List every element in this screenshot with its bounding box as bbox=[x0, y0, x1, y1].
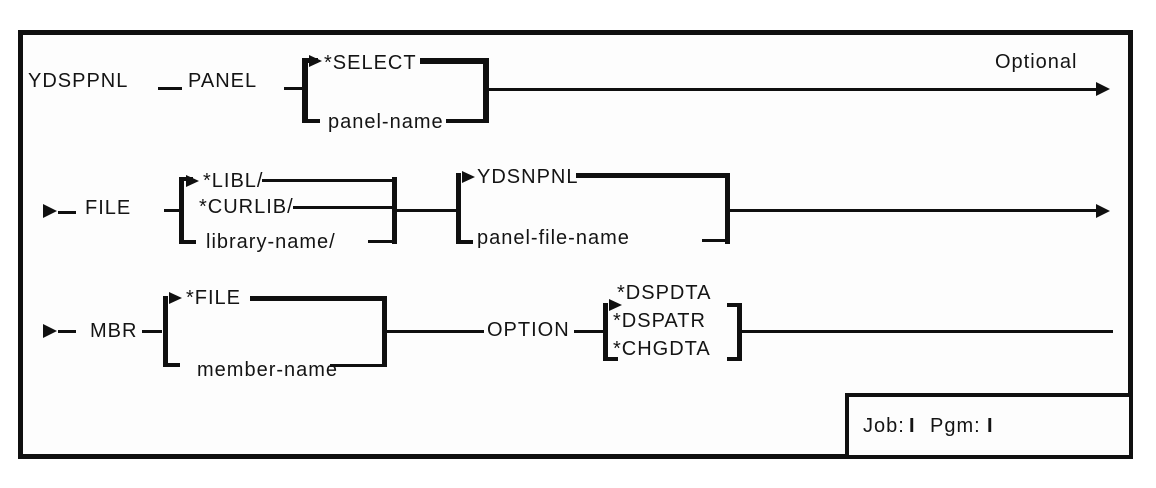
job-label: Job: bbox=[863, 415, 905, 437]
option-line bbox=[293, 206, 392, 209]
bracket-stub bbox=[308, 119, 320, 123]
mbr-alternative-value: member-name bbox=[197, 359, 339, 381]
default-option-arrow-icon bbox=[169, 292, 182, 304]
mbr-default-value: *FILE bbox=[186, 287, 242, 309]
bracket-stub bbox=[461, 240, 473, 244]
bracket-bar bbox=[483, 58, 489, 123]
pgm-label: Pgm: bbox=[930, 415, 981, 437]
default-path-line bbox=[576, 173, 728, 178]
pgm-value: I bbox=[987, 415, 994, 437]
default-option-arrow-icon bbox=[462, 171, 475, 183]
environment-box: Job: I Pgm: I bbox=[845, 393, 1133, 459]
bracket-bar bbox=[725, 173, 730, 244]
command-label: YDSPPNL bbox=[28, 70, 129, 92]
row-continuation-arrow-icon bbox=[1096, 82, 1110, 96]
bracket-stub bbox=[727, 303, 737, 307]
default-option-arrow-icon bbox=[186, 175, 199, 187]
connector-line bbox=[284, 87, 302, 90]
connector-line bbox=[58, 330, 76, 333]
job-value: I bbox=[909, 415, 916, 437]
mbr-keyword-label: MBR bbox=[90, 320, 138, 342]
bracket-stub bbox=[727, 357, 737, 361]
connector-line bbox=[574, 330, 603, 333]
row-continuation-arrow-icon bbox=[1096, 204, 1110, 218]
connector-line bbox=[158, 87, 182, 90]
bracket-bar bbox=[603, 303, 608, 361]
option-value-chgdta: *CHGDTA bbox=[613, 338, 711, 360]
bracket-bar bbox=[302, 58, 308, 123]
default-option-arrow-icon bbox=[609, 299, 622, 311]
file-qualifier-library-name: library-name/ bbox=[206, 231, 336, 253]
diagram-border bbox=[18, 30, 1133, 459]
row-entry-arrow-icon bbox=[43, 204, 57, 218]
bracket-bar bbox=[163, 296, 168, 367]
file-alternative-value: panel-file-name bbox=[477, 227, 630, 249]
bracket-stub bbox=[368, 240, 392, 243]
bracket-bar bbox=[392, 177, 397, 244]
option-value-dspatr: *DSPATR bbox=[613, 310, 706, 332]
connector-line bbox=[387, 330, 484, 333]
option-value-dspdta: *DSPDTA bbox=[617, 282, 712, 304]
default-path-line bbox=[420, 58, 487, 64]
bracket-stub bbox=[446, 119, 484, 123]
connector-line bbox=[142, 330, 162, 333]
file-qualifier-libl: *LIBL/ bbox=[203, 170, 264, 192]
row-line bbox=[730, 209, 1097, 212]
bracket-stub bbox=[330, 364, 385, 367]
bracket-stub bbox=[184, 240, 196, 244]
bracket-bar bbox=[456, 173, 461, 244]
connector-line bbox=[397, 209, 456, 212]
connector-line bbox=[164, 209, 179, 212]
file-qualifier-curlib: *CURLIB/ bbox=[199, 196, 294, 218]
bracket-bar bbox=[382, 296, 387, 367]
panel-alternative-value: panel-name bbox=[328, 111, 444, 133]
bracket-bar bbox=[737, 303, 742, 361]
row-line bbox=[489, 88, 1097, 91]
option-keyword-label: OPTION bbox=[487, 319, 570, 341]
optional-label: Optional bbox=[995, 51, 1078, 73]
default-option-arrow-icon bbox=[309, 55, 322, 67]
bracket-stub bbox=[168, 363, 180, 367]
row-entry-arrow-icon bbox=[43, 324, 57, 338]
panel-keyword-label: PANEL bbox=[188, 70, 258, 92]
option-line bbox=[262, 179, 392, 182]
file-keyword-label: FILE bbox=[85, 197, 132, 219]
bracket-bar bbox=[179, 177, 184, 244]
bracket-stub bbox=[608, 357, 618, 361]
default-path-line bbox=[250, 296, 385, 301]
panel-default-value: *SELECT bbox=[324, 52, 417, 74]
file-default-value: YDSNPNL bbox=[477, 166, 579, 188]
connector-line bbox=[58, 211, 76, 214]
bracket-stub bbox=[702, 239, 728, 242]
row-line bbox=[742, 330, 1113, 333]
